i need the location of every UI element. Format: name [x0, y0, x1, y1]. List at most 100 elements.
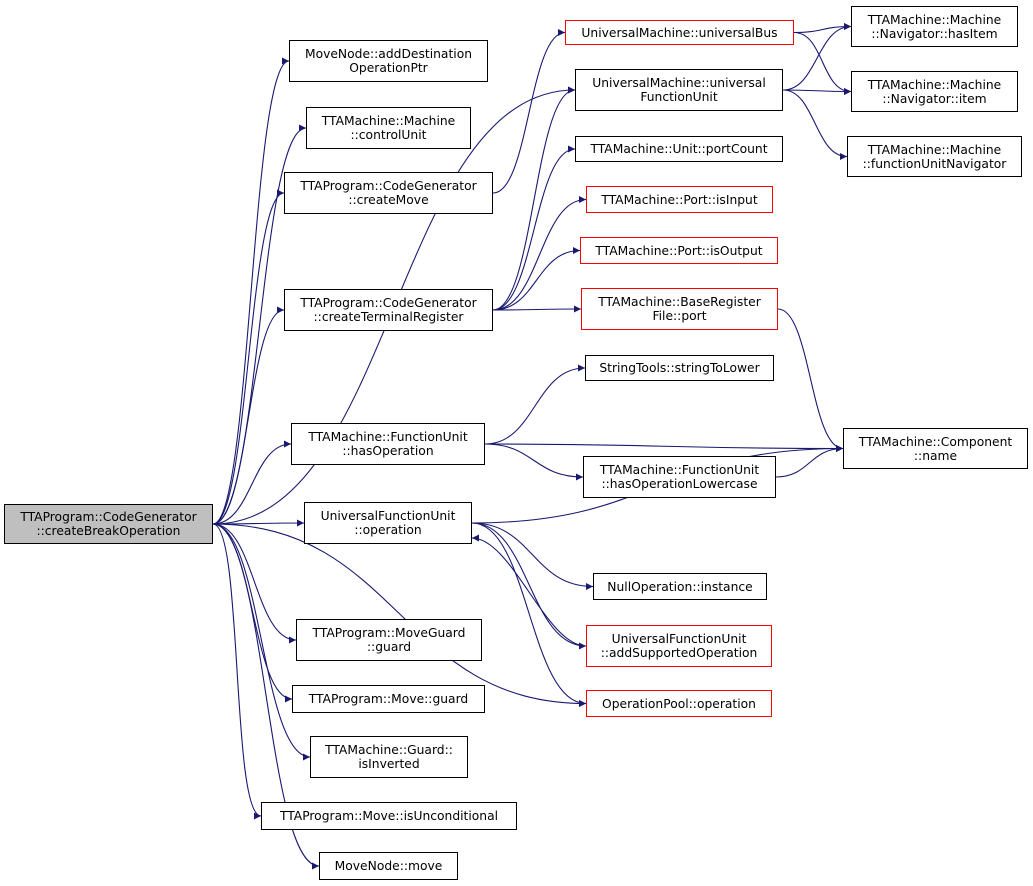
edge-cg_term-to-p_out: [492, 247, 581, 311]
node-nulloperation-instance[interactable]: NullOperation::instance: [593, 573, 767, 600]
node-label-line1: StringTools::stringToLower: [599, 361, 760, 375]
node-component-name[interactable]: TTAMachine::Component ::name: [843, 428, 1028, 469]
node-stringtools-stringtolower[interactable]: StringTools::stringToLower: [585, 355, 774, 381]
node-label-line1: TTAMachine::Port::isOutput: [595, 243, 763, 258]
node-label-line2: ::operation: [354, 523, 422, 537]
node-movenode-adddestinationoperationptr[interactable]: MoveNode::addDestination OperationPtr: [289, 40, 488, 82]
node-label-line1: UniversalFunctionUnit: [611, 632, 747, 646]
edge-root-to-mv_guard: [212, 523, 293, 703]
edge-root-to-cg_term: [212, 306, 285, 525]
node-universalfunctionunit-operation[interactable]: UniversalFunctionUnit ::operation: [304, 502, 472, 544]
node-unit-portcount[interactable]: TTAMachine::Unit::portCount: [575, 136, 783, 162]
node-codegenerator-createterminalregister[interactable]: TTAProgram::CodeGenerator ::createTermin…: [284, 289, 493, 331]
node-universalfunctionunit-addsupportedoperation[interactable]: UniversalFunctionUnit ::addSupportedOper…: [586, 625, 772, 667]
node-label-line1: TTAMachine::Machine: [321, 114, 456, 128]
node-label-line2: ::controlUnit: [350, 128, 427, 142]
node-label-line2: ::Navigator::item: [882, 91, 987, 106]
edge-root-to-mg_guard: [212, 523, 297, 644]
node-label-line1: TTAMachine::Component: [858, 434, 1013, 449]
node-label-line2: File::port: [652, 309, 707, 323]
node-label-line2: ::hasOperation: [342, 444, 434, 458]
node-codegenerator-createmove[interactable]: TTAProgram::CodeGenerator ::createMove: [284, 172, 493, 214]
node-universalmachine-universalfunctionunit[interactable]: UniversalMachine::universal FunctionUnit: [575, 69, 783, 111]
node-label-line2: ::hasOperationLowercase: [601, 477, 758, 491]
edge-ufu_op-to-op_pool: [471, 522, 587, 707]
node-label-line2: isInverted: [358, 757, 420, 771]
node-label-line1: TTAProgram::Move::guard: [308, 692, 469, 706]
node-label-line1: TTAMachine::Guard::: [325, 743, 453, 757]
node-label-line1: UniversalMachine::universal: [592, 76, 766, 90]
edge-cg_move-to-um_bus: [492, 29, 566, 194]
node-label-line2: OperationPtr: [349, 61, 428, 75]
node-label-line1: NullOperation::instance: [607, 579, 753, 594]
node-label-line1: TTAProgram::CodeGenerator: [300, 296, 477, 310]
node-label-line1: TTAMachine::Unit::portCount: [590, 142, 768, 156]
node-label-line1: TTAProgram::MoveGuard: [312, 626, 466, 640]
edge-root-to-g_inv: [212, 523, 311, 761]
node-machine-navigator-hasitem[interactable]: TTAMachine::Machine ::Navigator::hasItem: [851, 6, 1018, 47]
node-label-line1: TTAMachine::Machine: [867, 12, 1002, 27]
node-label-line1: TTAMachine::BaseRegister: [598, 295, 761, 309]
node-label-line1: TTAMachine::Machine: [867, 77, 1002, 92]
node-label-line1: TTAProgram::Move::isUnconditional: [279, 809, 499, 823]
edge-ufu_add-to-ufu_op: [471, 534, 587, 647]
edge-um_bus-to-nav_item: [793, 31, 852, 95]
node-label-line2: FunctionUnit: [640, 90, 718, 104]
node-label-line1: TTAProgram::CodeGenerator: [300, 179, 477, 193]
node-port-isoutput[interactable]: TTAMachine::Port::isOutput: [580, 237, 778, 264]
edge-fu_hasopl-to-comp_name: [775, 445, 844, 478]
node-label-line2: ::addSupportedOperation: [600, 646, 758, 660]
edge-ufu_op-to-ufu_add: [471, 522, 587, 650]
edge-root-to-fu_hasop: [212, 440, 292, 525]
node-label-line1: UniversalMachine::universalBus: [581, 25, 778, 40]
node-machine-controlunit[interactable]: TTAMachine::Machine ::controlUnit: [306, 107, 471, 149]
node-machine-functionunitnavigator[interactable]: TTAMachine::Machine ::functionUnitNaviga…: [847, 136, 1022, 177]
node-baseregisterfile-port[interactable]: TTAMachine::BaseRegister File::port: [581, 288, 778, 330]
node-label-line2: ::guard: [366, 640, 412, 654]
node-label-line1: TTAMachine::Port::isInput: [601, 192, 758, 207]
node-label-line2: ::functionUnitNavigator: [862, 156, 1007, 171]
node-move-isunconditional[interactable]: TTAProgram::Move::isUnconditional: [261, 802, 517, 830]
edge-um_fu-to-nav_has: [782, 23, 852, 91]
node-label-line2: ::name: [913, 448, 958, 463]
node-machine-navigator-item[interactable]: TTAMachine::Machine ::Navigator::item: [851, 71, 1018, 112]
edge-root-to-mv_uncond: [212, 523, 262, 820]
node-label-line1: TTAMachine::Machine: [867, 142, 1002, 157]
edge-um_fu-to-nav_item: [782, 87, 852, 95]
edge-fu_hasop-to-comp_name: [484, 443, 844, 452]
node-label-line1: OperationPool::operation: [602, 696, 756, 711]
node-codegenerator-createbreakoperation: TTAProgram::CodeGenerator ::createBreakO…: [4, 504, 213, 544]
node-port-isinput[interactable]: TTAMachine::Port::isInput: [586, 186, 773, 213]
node-label-line1: TTAMachine::FunctionUnit: [308, 430, 468, 444]
node-guard-isinverted[interactable]: TTAMachine::Guard:: isInverted: [310, 736, 468, 778]
edge-root-to-op_pool: [212, 523, 587, 707]
node-label-line2: ::createMove: [348, 193, 429, 207]
edge-um_bus-to-nav_has: [793, 23, 852, 34]
node-label-line2: ::createTerminalRegister: [313, 310, 464, 324]
node-moveguard-guard[interactable]: TTAProgram::MoveGuard ::guard: [296, 619, 482, 661]
node-label-line2: ::Navigator::hasItem: [871, 26, 998, 41]
node-label-line1: UniversalFunctionUnit: [320, 509, 456, 523]
node-operationpool-operation[interactable]: OperationPool::operation: [586, 690, 772, 717]
edge-brf_port-to-comp_name: [777, 308, 844, 452]
node-label-line1: MoveNode::addDestination: [304, 47, 473, 61]
edge-cg_term-to-u_pc: [492, 145, 576, 311]
node-movenode-move[interactable]: MoveNode::move: [319, 852, 458, 880]
edge-root-to-cg_move: [212, 189, 285, 525]
node-move-guard[interactable]: TTAProgram::Move::guard: [292, 685, 485, 713]
edge-cg_term-to-um_fu: [492, 86, 576, 311]
edge-root-to-mn_add: [212, 57, 290, 525]
node-universalmachine-universalbus[interactable]: UniversalMachine::universalBus: [565, 20, 794, 45]
edge-um_fu-to-fu_nav: [782, 89, 848, 160]
edge-ufu_op-to-null_inst: [471, 522, 594, 590]
node-functionunit-hasoperationlowercase[interactable]: TTAMachine::FunctionUnit ::hasOperationL…: [583, 456, 776, 498]
node-label-line2: ::createBreakOperation: [36, 524, 181, 538]
edge-cg_term-to-p_in: [492, 196, 587, 311]
node-label-line1: TTAMachine::FunctionUnit: [599, 463, 760, 477]
edge-root-to-mn_move: [212, 523, 320, 870]
node-label-line1: MoveNode::move: [334, 859, 443, 873]
node-functionunit-hasoperation[interactable]: TTAMachine::FunctionUnit ::hasOperation: [291, 423, 485, 465]
edge-cg_term-to-brf_port: [492, 305, 582, 313]
